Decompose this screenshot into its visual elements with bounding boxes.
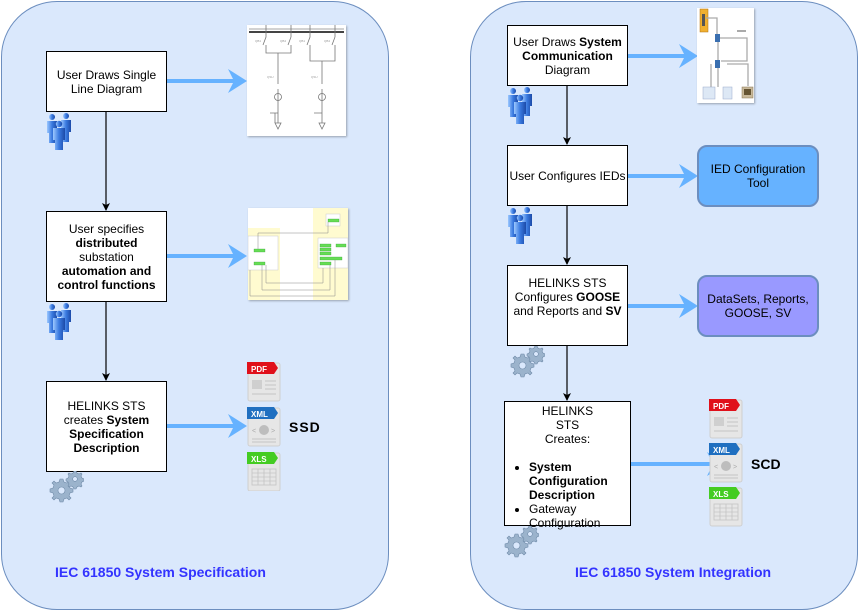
bold-text: System Communication [522,34,622,63]
svg-text:QSU: QSU [267,75,274,79]
users-icon [507,87,535,130]
step-configure-goose-reports-sv[interactable]: HELINKS STS Configures GOOSE and Reports… [507,265,628,346]
text-segment: Diagram [544,62,591,77]
scd-label: SCD [751,456,781,472]
scd-file-formats: PDF XML < > XLS [708,398,745,528]
step-heading: HELINKS STS Creates: [541,404,594,446]
output-arrow [627,164,698,188]
svg-text:QB1: QB1 [255,39,261,43]
panel-title-integration: IEC 61850 System Integration [575,564,772,580]
created-item: System Configuration Description [529,460,626,502]
users-icon [507,207,535,250]
ssd-file-formats: PDF XML < > XLS [246,361,283,492]
ied-configuration-tool[interactable]: IED Configuration Tool [697,145,819,207]
single-line-diagram-thumbnail: QB1 QB4 QB1 QB4 QSU QSU [247,25,346,136]
svg-text:QB4: QB4 [280,39,286,43]
svg-text:XLS: XLS [713,490,729,499]
svg-text:XLS: XLS [251,455,267,464]
step-create-ssd[interactable]: HELINKS STS creates System Specification… [46,381,167,472]
svg-text:QB1: QB1 [299,39,305,43]
bold-text: distributed [75,235,138,250]
pdf-file-icon: PDF [709,399,743,439]
svg-text:<: < [714,464,718,471]
text-segment: User Draws Single Line Diagram [56,67,157,96]
text-segment: and Reports and [513,304,606,318]
xls-file-icon: XLS [247,452,281,492]
bold-text: SV [605,304,622,318]
step-specify-functions[interactable]: User specifies distributed substation au… [46,211,167,302]
output-arrow [627,294,698,318]
created-items-list: System Configuration Description Gateway… [509,448,626,530]
step-text: User specifies distributed substation au… [51,222,162,292]
step-text: User Configures IEDs [509,169,625,183]
users-icon [46,303,74,346]
svg-text:PDF: PDF [251,365,267,374]
output-arrow [166,244,247,268]
datasets-label: DataSets, Reports, GOOSE, SV [707,292,809,320]
step-draw-communication-diagram[interactable]: User Draws System Communication Diagram [507,25,628,86]
svg-text:XML: XML [713,446,730,455]
function-diagram-graphic [248,208,348,300]
svg-text:QB4: QB4 [324,39,330,43]
bold-text: System Specification Description [69,412,150,455]
ied-tool-label: IED Configuration Tool [710,162,806,190]
step-configure-ieds[interactable]: User Configures IEDs [507,145,628,206]
panel-title-specification: IEC 61850 System Specification [55,564,266,580]
gears-icon [501,525,540,565]
xml-file-icon: XML < > [247,407,281,447]
pdf-file-icon: PDF [247,362,281,402]
svg-text:PDF: PDF [713,402,729,411]
communication-diagram-thumbnail [697,8,754,103]
xls-file-icon: XLS [709,487,743,527]
bold-text: automation and control functions [57,263,156,292]
svg-text:>: > [733,464,737,471]
svg-text:QSU: QSU [311,75,318,79]
output-arrow [166,69,247,93]
single-line-diagram-graphic: QB1 QB4 QB1 QB4 QSU QSU [249,25,344,130]
users-icon [46,113,74,156]
text-segment: HELINKS STS creates [63,398,146,427]
text-segment: HELINKS STS Configures [514,276,607,304]
ssd-label: SSD [289,419,321,435]
gears-icon [46,470,85,510]
datasets-reports-goose-sv[interactable]: DataSets, Reports, GOOSE, SV [697,275,819,337]
output-arrow [627,44,698,68]
text-segment: substation [79,249,134,264]
step-text: HELINKS STS creates System Specification… [51,399,162,455]
svg-text:<: < [252,428,256,435]
communication-diagram-graphic [699,8,754,100]
bold-text: GOOSE [576,290,621,304]
svg-text:XML: XML [251,410,268,419]
xml-file-icon: XML < > [709,443,743,483]
step-draw-single-line-diagram[interactable]: User Draws Single Line Diagram [46,51,167,112]
function-diagram-thumbnail [248,208,348,300]
step-text: User Draws Single Line Diagram [51,68,162,96]
step-text: HELINKS STS Configures GOOSE and Reports… [512,276,623,318]
svg-text:>: > [271,428,275,435]
text-segment: User Draws [513,34,580,49]
text-segment: User Configures IEDs [509,168,626,183]
output-arrow [166,414,247,438]
step-text: User Draws System Communication Diagram [512,35,623,77]
created-item: Gateway Configuration [529,502,626,530]
gears-icon [507,345,546,385]
text-segment: User specifies [68,221,145,236]
step-create-scd[interactable]: HELINKS STS Creates: System Configuratio… [504,401,631,530]
